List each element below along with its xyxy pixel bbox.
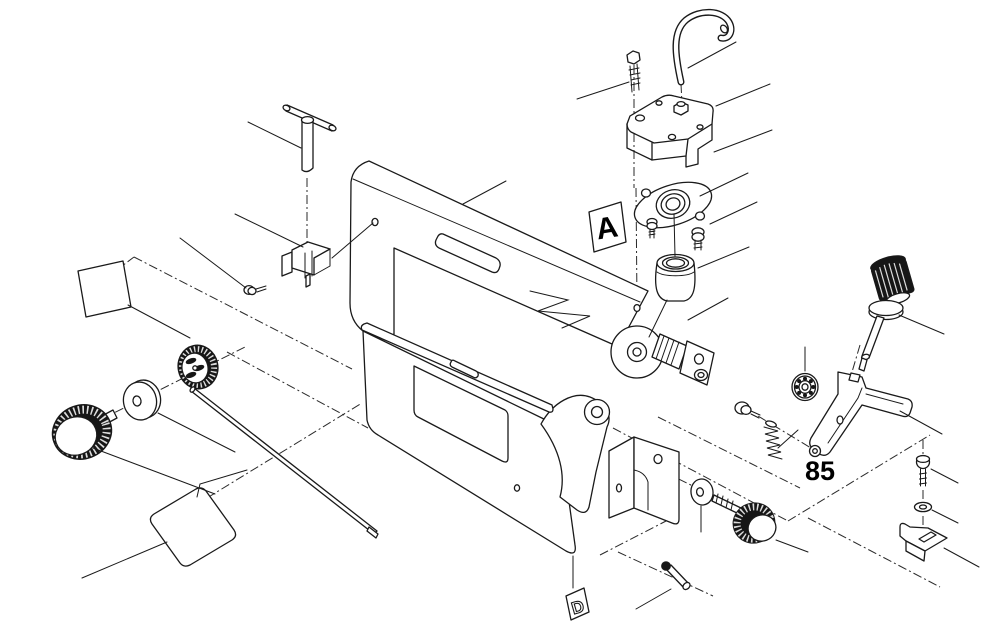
set-screw [734,401,761,419]
pan-head-screw [626,50,641,93]
hold-down-clamp [899,522,948,562]
support-arm [540,394,611,514]
compression-spring [763,420,783,460]
mounting-bracket [608,436,680,525]
flat-washer-left [122,379,162,421]
knob-shaft [858,315,885,372]
d-marker-plate: D [565,587,590,621]
blade-bar [360,322,554,413]
flange-screw-left [646,217,658,239]
dowel-pin [661,561,691,591]
t-handle-wrench [282,104,337,173]
washer-right [913,501,933,513]
detail-a-marker: A [588,201,627,253]
detail-a-label: A [594,210,621,246]
gear-cover [626,94,714,168]
clamp-screw-right [915,454,931,487]
washer-mid [690,478,714,506]
flange-screw-right [691,227,705,251]
hand-wheel [177,344,219,390]
clamp-knob [51,404,118,460]
lock-knob [711,493,777,544]
ball-bearing [791,372,819,402]
clip-screw [243,284,267,296]
name-plate-upper [77,260,132,318]
name-plate-lower [149,487,237,567]
main-frame [349,160,715,554]
blade-clip [281,241,331,288]
blade-holder [808,371,913,458]
hanger-hook [672,8,735,86]
flange-bearing [633,181,713,229]
bearing-bushing [654,253,696,302]
part-85-label: 85 [805,456,835,486]
center-lines [99,65,941,597]
tension-rod [189,386,379,539]
leader-lines [81,41,980,610]
tension-knob [870,255,915,305]
detail-d-label: D [569,597,586,619]
knob-flange [868,299,904,321]
